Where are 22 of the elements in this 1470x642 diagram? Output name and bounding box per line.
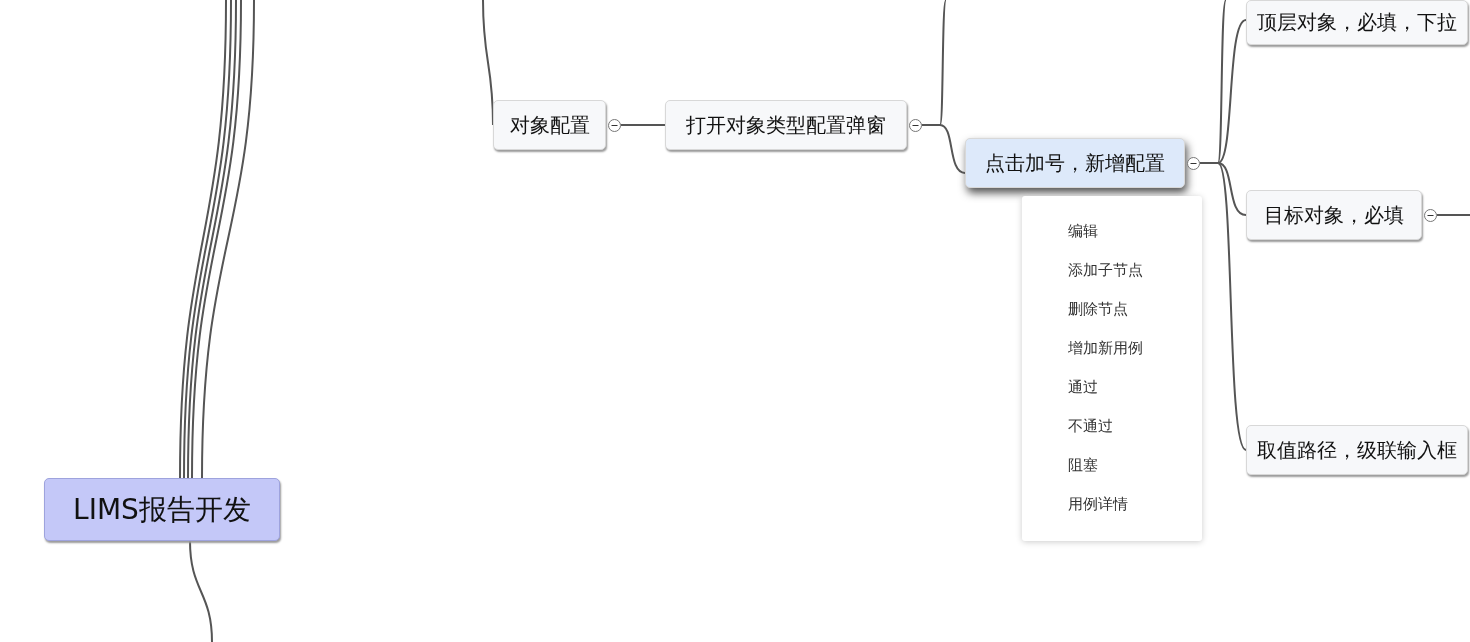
topic-box: 打开对象类型配置弹窗 [665,100,907,150]
menu-item: 添加子节点 [1068,261,1143,280]
connector [201,0,255,479]
topic-box: 顶层对象，必填，下拉 [1246,0,1468,45]
connector [1199,162,1247,451]
menu-item: 删除节点 [1068,300,1128,319]
menu-item: 用例详情 [1068,495,1128,514]
root-topic: LIMS报告开发 [44,478,280,541]
connector [921,0,947,126]
topic-box: 点击加号，新增配置 [965,138,1185,188]
topic-box: 目标对象，必填 [1246,190,1422,240]
menu-item: 编辑 [1068,222,1098,241]
connector [189,540,213,642]
menu-item: 阻塞 [1068,456,1098,475]
connector [482,0,494,126]
menu-item: 不通过 [1068,417,1113,436]
connector [620,124,666,126]
menu-item: 通过 [1068,378,1098,397]
menu-item: 增加新用例 [1068,339,1143,358]
connector [1436,214,1470,216]
topic-box: 取值路径，级联输入框 [1246,425,1468,475]
topic-box: 对象配置 [493,100,606,150]
